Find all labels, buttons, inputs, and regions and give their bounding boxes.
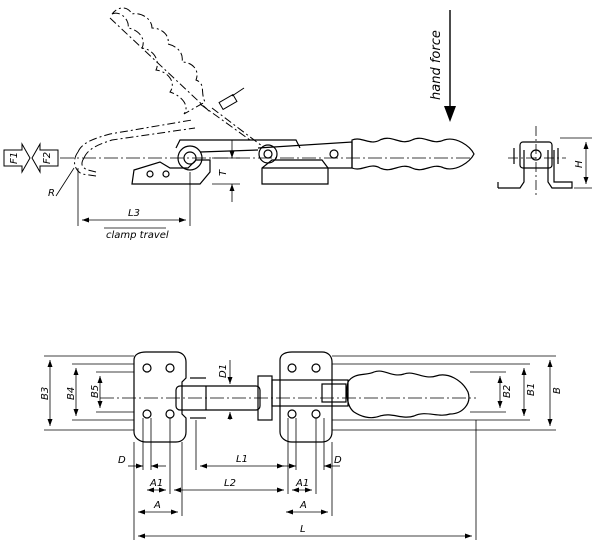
handle-rivet [329, 149, 339, 159]
handle-pivot-outer [258, 144, 278, 164]
handle-pivot-inner [263, 149, 273, 159]
f1-arrow [3, 142, 31, 174]
top-spindle [175, 385, 261, 411]
base-right [261, 159, 329, 185]
f1-label: F1 [9, 152, 20, 164]
d1-label: D1 [218, 364, 229, 378]
top-handle-bolt [321, 383, 347, 403]
right-dims [332, 355, 556, 431]
radius-label: R [48, 188, 55, 199]
a-left-label: A [153, 500, 161, 511]
left-dims [44, 355, 134, 431]
adjust-screw [218, 87, 245, 111]
b5-label: B5 [90, 385, 101, 398]
l2-label: L2 [224, 478, 236, 489]
clamp-travel-caption: clamp travel [106, 230, 169, 241]
bottom-dims [128, 418, 477, 540]
l3-dimension [77, 168, 191, 229]
hand-force-label: hand force [429, 30, 444, 100]
d-right-label: D [334, 455, 342, 466]
force-arrows [3, 142, 59, 174]
h-dimension [560, 137, 592, 189]
top-right-plate [279, 351, 333, 443]
a1-left-label: A1 [149, 478, 163, 489]
base-hole-1 [146, 170, 154, 178]
base-left [131, 159, 211, 185]
top-view [100, 351, 476, 443]
side-view [60, 7, 475, 185]
top-handle-grip [346, 370, 470, 419]
top-link [175, 139, 301, 149]
b-label: B [552, 387, 563, 394]
a-right-label: A [299, 500, 307, 511]
b2-label: B2 [502, 385, 513, 398]
t-label: T [218, 169, 229, 176]
t-dimension [212, 140, 240, 202]
l-label: L [300, 524, 306, 535]
end-view [497, 126, 573, 196]
b1-label: B1 [526, 383, 537, 396]
top-left-plate [133, 351, 187, 443]
f2-arrow [31, 142, 59, 174]
l3-label: L3 [128, 208, 140, 219]
d-left-label: D [118, 455, 126, 466]
b4-label: B4 [66, 387, 77, 400]
b3-label: B3 [40, 387, 51, 400]
l1-label: L1 [236, 454, 248, 465]
a1-right-label: A1 [295, 478, 309, 489]
h-label: H [574, 160, 585, 168]
top-handle-lever [271, 379, 349, 407]
hand-force-indicator: hand force [429, 10, 456, 122]
f2-label: F2 [42, 152, 53, 164]
pivot-outer [177, 145, 203, 171]
pivot-inner [183, 151, 197, 165]
handle-grip [351, 137, 475, 171]
base-hole-2 [162, 170, 170, 178]
